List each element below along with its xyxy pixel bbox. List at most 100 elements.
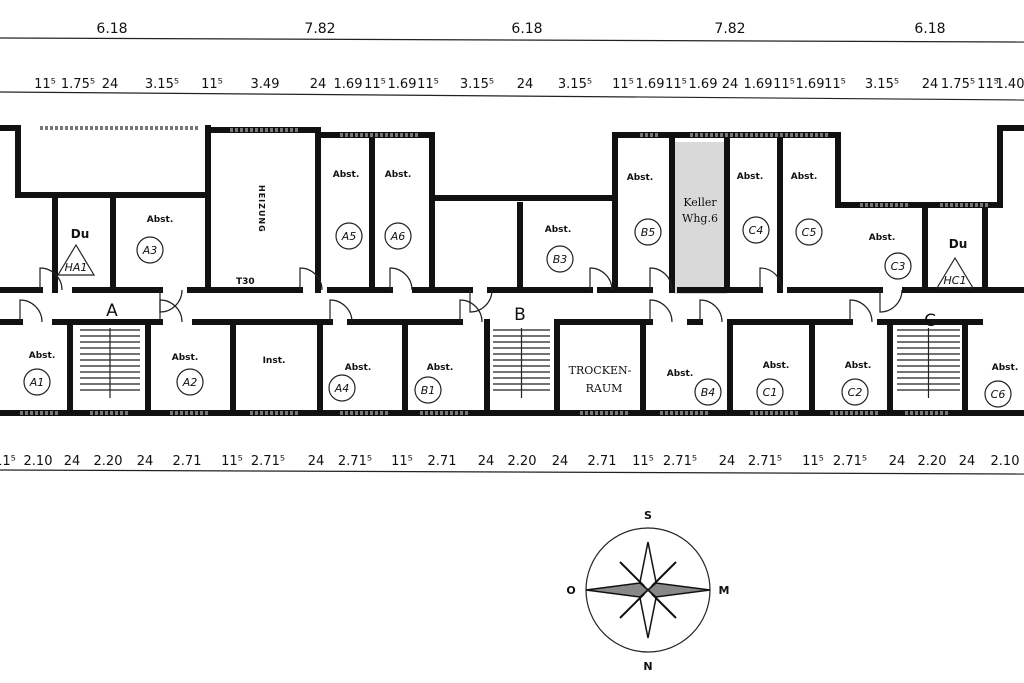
lower-dimension-line	[0, 469, 1024, 475]
upper-dimension-label: 11⁵	[665, 77, 687, 92]
axis-dimension-label: 7.82	[304, 21, 335, 37]
abst-label: Abst.	[737, 172, 764, 182]
lower-dimension-label: 24	[552, 454, 569, 469]
lower-dimension-label: 11⁵	[632, 454, 654, 469]
upper-dimension-label: 3.15⁵	[145, 77, 179, 92]
room-marker	[136, 236, 164, 264]
room-id-label: B4	[701, 386, 716, 399]
room-id-label: C2	[848, 386, 863, 399]
walls	[0, 125, 1024, 416]
special-room-label: HA1	[65, 261, 88, 274]
upper-dimension-label: 1.69	[744, 77, 773, 92]
room-id-label: C4	[749, 224, 764, 237]
upper-dimension-label: 24	[722, 77, 739, 92]
lower-dimension-label: 2.71	[428, 454, 457, 469]
lower-dimension-label: 2.71⁵	[663, 454, 697, 469]
cellar-label-1: Keller	[683, 196, 717, 209]
upper-dimension-label: 1.40	[996, 77, 1024, 92]
room-marker	[335, 222, 363, 250]
abst-label: Abst.	[992, 363, 1019, 373]
heating-label: HEIZUNG	[257, 185, 266, 233]
stairs	[80, 328, 960, 398]
highlighted-cellar	[675, 142, 727, 294]
lower-dimension-label: 2.71⁵	[833, 454, 867, 469]
upper-dimension-label: 11⁵	[201, 77, 223, 92]
upper-dimension-label: 3.15⁵	[865, 77, 899, 92]
room-id-label: B1	[421, 384, 436, 397]
room-marker	[328, 374, 356, 402]
dimension-lines	[0, 37, 1024, 475]
door-swing	[299, 267, 323, 291]
room-marker	[546, 245, 574, 273]
cellar-label-2: Whg.6	[682, 212, 718, 225]
door-swing	[469, 289, 493, 313]
upper-dimension-label: 1.69	[334, 77, 363, 92]
lower-dimension-label: 2.71⁵	[251, 454, 285, 469]
lower-dimension-label: 24	[889, 454, 906, 469]
room-marker	[384, 222, 412, 250]
abst-label: Abst.	[869, 233, 896, 243]
abst-label: Abst.	[172, 353, 199, 363]
upper-dimension-label: 11⁵	[824, 77, 846, 92]
room-id-label: A5	[341, 230, 357, 243]
lower-dimension-label: 24	[478, 454, 495, 469]
abst-label: Abst.	[385, 170, 412, 180]
upper-dimension-label: 11⁵	[612, 77, 634, 92]
door-swing	[759, 267, 783, 291]
door-swing	[329, 299, 353, 323]
upper-dimension-label: 1.75⁵	[61, 77, 95, 92]
drying-room-label-2: RAUM	[586, 382, 623, 395]
room-id-label: C6	[991, 388, 1006, 401]
shower-room-marker	[56, 243, 96, 276]
lower-dimension-label: 24	[959, 454, 976, 469]
abst-label: Abst.	[791, 172, 818, 182]
upper-dimension-label: 1.69	[388, 77, 417, 92]
door-swing	[649, 299, 673, 323]
lower-dimension-label: 2.71	[588, 454, 617, 469]
lower-dimension-label: 2.71⁵	[338, 454, 372, 469]
abst-label: Abst.	[667, 369, 694, 379]
upper-dimension-label: 11⁵	[977, 77, 999, 92]
room-id-label: A6	[390, 230, 406, 243]
abst-label: Abst.	[763, 361, 790, 371]
room-id-label: B5	[641, 226, 656, 239]
door-swing	[649, 267, 673, 291]
room-marker	[984, 380, 1012, 408]
lower-dimension-label: 2.71⁵	[748, 454, 782, 469]
room-marker	[756, 378, 784, 406]
room-id-label: C3	[891, 260, 906, 273]
upper-dimension-label: 11⁵	[34, 77, 56, 92]
room-marker	[742, 216, 770, 244]
room-id-label: A1	[29, 376, 45, 389]
upper-dimension-label: 11⁵	[773, 77, 795, 92]
door-swing	[589, 267, 613, 291]
abst-label: Abst.	[345, 363, 372, 373]
abst-label: Abst.	[147, 215, 174, 225]
upper-dimension-label: 3.15⁵	[460, 77, 494, 92]
lower-dimension-label: 11⁵	[221, 454, 243, 469]
door-swing	[19, 299, 43, 323]
upper-dimension-label: 24	[310, 77, 327, 92]
lower-dimension-label: 24	[137, 454, 154, 469]
stair-a-label: A	[106, 301, 118, 321]
shower-label-c: Du	[949, 237, 968, 251]
compass-right-label: M	[719, 584, 730, 597]
room-id-label: A2	[182, 376, 198, 389]
room-id-label: A3	[142, 244, 158, 257]
lower-dimension-label: 11⁵	[802, 454, 824, 469]
lower-dimension-label: 2.71	[173, 454, 202, 469]
room-marker	[884, 252, 912, 280]
room-id-label: C5	[802, 226, 817, 239]
upper-dimension-label: 1.69	[636, 77, 665, 92]
upper-dimension-label: 1.69	[689, 77, 718, 92]
upper-dimension-label: 1.69	[796, 77, 825, 92]
shower-room-marker	[935, 256, 975, 289]
abst-label: Abst.	[545, 225, 572, 235]
abst-label: Abst.	[427, 363, 454, 373]
lower-dimension-label: 24	[64, 454, 81, 469]
abst-label: Abst.	[29, 351, 56, 361]
lower-dimension-label: 2.20	[508, 454, 537, 469]
axis-dimension-label: 7.82	[714, 21, 745, 37]
